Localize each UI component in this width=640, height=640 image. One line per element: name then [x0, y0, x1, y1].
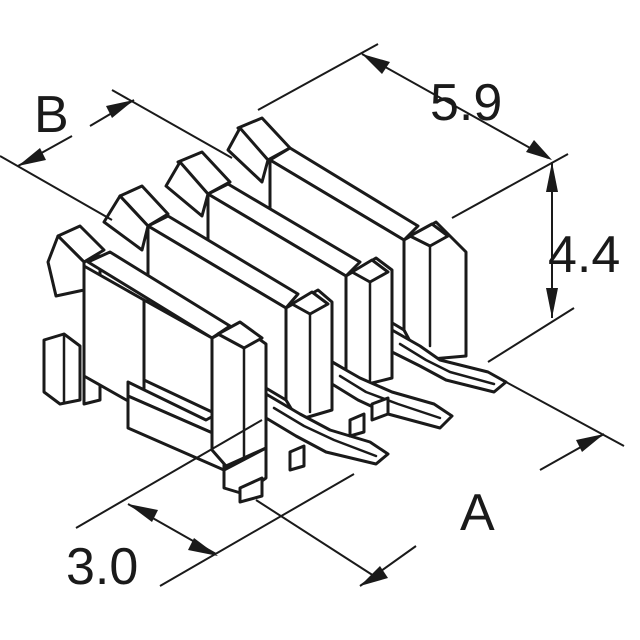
dimension-a: A [255, 381, 625, 587]
front-block [82, 250, 268, 504]
dim-label-a: A [460, 484, 495, 542]
connector-body [42, 116, 508, 504]
dimension-3-0: 3.0 [66, 419, 355, 596]
dim-label-5-9: 5.9 [430, 74, 502, 132]
dim-label-4-4: 4.4 [548, 226, 620, 284]
dimension-b: B [0, 86, 233, 221]
contact-leads [264, 328, 508, 472]
dimension-4-4: 4.4 [487, 162, 620, 363]
dim-label-b: B [34, 86, 69, 144]
dim-label-3-0: 3.0 [66, 538, 138, 596]
dimension-5-9: 5.9 [257, 43, 569, 219]
housing-wall-3 [226, 116, 468, 362]
